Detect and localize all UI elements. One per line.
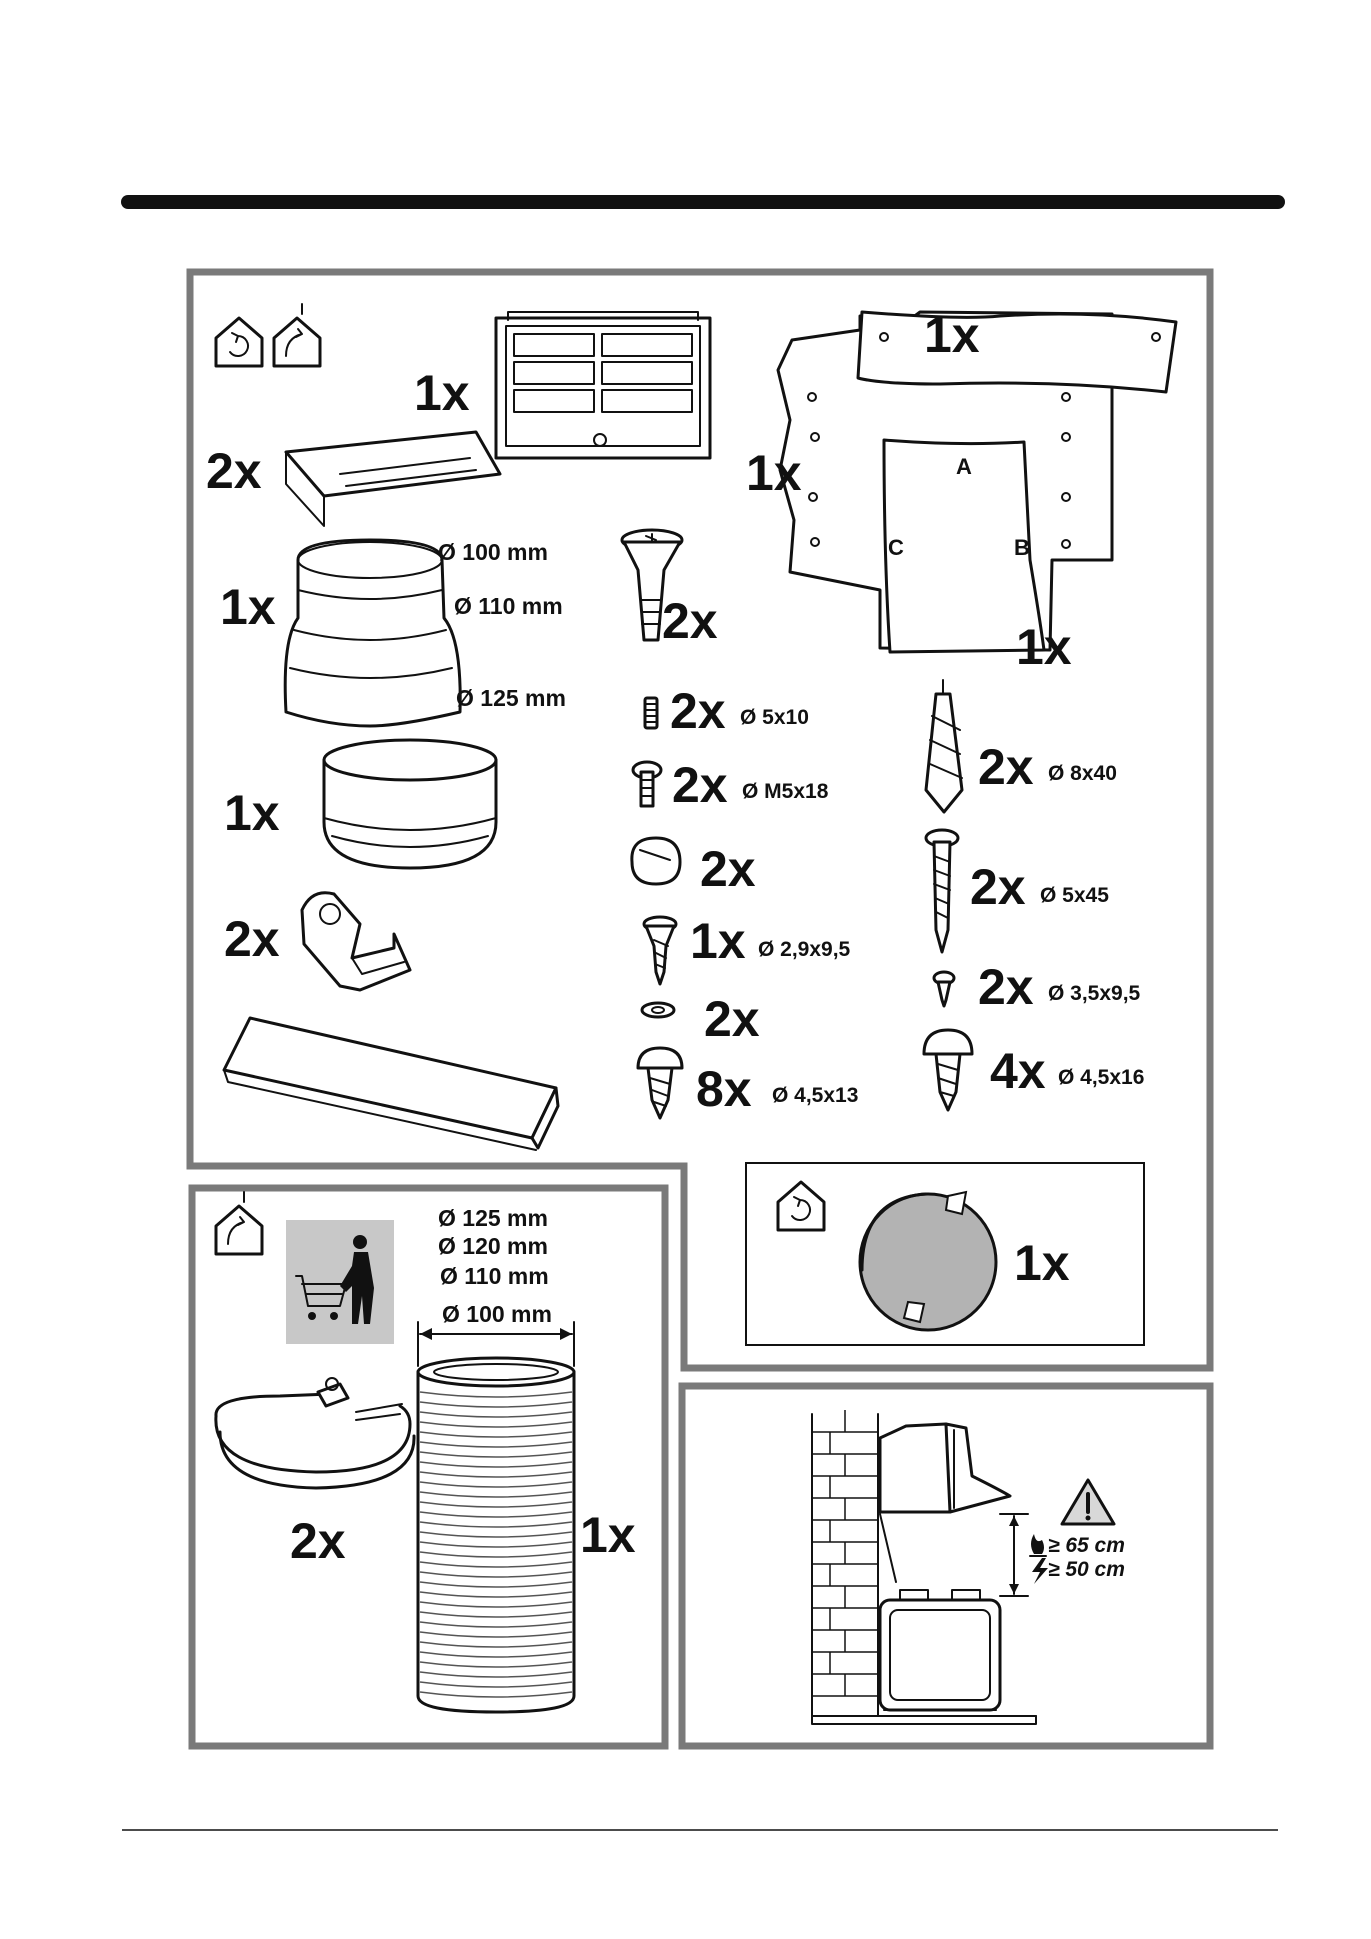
tiny-screw-dim: Ø 3,5x9,5 xyxy=(1048,982,1141,1005)
shopping-cart-person-icon xyxy=(286,1220,394,1344)
long-wood-screw-icon xyxy=(926,830,958,952)
duct-dim-110: Ø 110 mm xyxy=(440,1263,549,1289)
washer-qty: 2x xyxy=(704,991,760,1047)
gas-distance: ≥ 65 cm xyxy=(1048,1534,1125,1557)
flame-icon xyxy=(1030,1534,1046,1556)
floor-slab xyxy=(812,1716,1036,1724)
large-pan-screw-icon xyxy=(924,1030,972,1110)
template-letter-c: C xyxy=(888,535,904,560)
hood-cable xyxy=(880,1514,896,1582)
duct-dim-120: Ø 120 mm xyxy=(438,1233,548,1259)
washer-icon xyxy=(642,1003,674,1017)
grub-qty: 2x xyxy=(670,683,726,739)
template-letter-a: A xyxy=(956,454,972,479)
duct-spigot-ring-icon xyxy=(324,740,496,868)
ducted-house-icon xyxy=(274,304,320,366)
ducted-house-icon xyxy=(216,1192,262,1254)
duct-dim-125: Ø 125 mm xyxy=(438,1205,548,1231)
bracket-qty: 2x xyxy=(206,443,262,499)
ring-qty: 1x xyxy=(224,785,280,841)
template-qty-left: 1x xyxy=(746,445,802,501)
template-qty-bottom: 1x xyxy=(1016,619,1072,675)
carbon-filter-icon xyxy=(860,1192,996,1330)
duct-dim-100: Ø 100 mm xyxy=(442,1301,552,1327)
template-qty-top: 1x xyxy=(924,307,980,363)
long-screw-qty: 2x xyxy=(970,859,1026,915)
cap-qty: 2x xyxy=(700,841,756,897)
small-wood-screw-icon xyxy=(644,917,676,984)
bolt-dim: Ø M5x18 xyxy=(742,780,829,803)
pan-head-screw-icon xyxy=(638,1048,682,1118)
filter-bracket-icon xyxy=(286,432,500,526)
machine-bolt-icon xyxy=(633,762,661,806)
cooker-hood-icon xyxy=(880,1424,1010,1512)
electric-distance: ≥ 50 cm xyxy=(1048,1558,1125,1581)
grub-screw-icon xyxy=(645,698,657,728)
clamp-qty: 2x xyxy=(290,1513,346,1569)
reducer-dim-110: Ø 110 mm xyxy=(454,593,563,619)
reducer-dim-100: Ø 100 mm xyxy=(438,539,548,565)
distance-dimension xyxy=(1000,1514,1028,1596)
pan-screw-qty: 8x xyxy=(696,1061,752,1117)
cooktop-unit-icon xyxy=(880,1590,1000,1710)
big-screw-dim: Ø 4,5x16 xyxy=(1058,1066,1144,1089)
plug-qty: 2x xyxy=(978,739,1034,795)
tiny-screw-icon xyxy=(934,972,954,1006)
angle-strip-icon xyxy=(224,1018,558,1150)
warning-triangle-icon xyxy=(1062,1480,1114,1524)
cap-plug-icon xyxy=(632,838,680,884)
template-letter-b: B xyxy=(1014,535,1030,560)
duct-qty: 1x xyxy=(580,1507,636,1563)
pin-qty: 2x xyxy=(662,593,718,649)
small-screw-dim: Ø 2,9x9,5 xyxy=(758,938,851,961)
grub-dim: Ø 5x10 xyxy=(740,706,809,729)
grease-filter-icon xyxy=(496,312,710,458)
reducer-qty: 1x xyxy=(220,579,276,635)
pan-screw-dim: Ø 4,5x13 xyxy=(772,1084,858,1107)
hose-clamp-icon xyxy=(216,1378,414,1488)
filter-qty: 1x xyxy=(414,365,470,421)
brick-courses xyxy=(812,1410,878,1696)
big-screw-qty: 4x xyxy=(990,1043,1046,1099)
carbon-filter-qty: 1x xyxy=(1014,1235,1070,1291)
long-screw-dim: Ø 5x45 xyxy=(1040,884,1109,907)
drilling-template-icon xyxy=(778,312,1176,652)
small-screw-qty: 1x xyxy=(690,913,746,969)
clip-qty: 2x xyxy=(224,911,280,967)
bolt-qty: 2x xyxy=(672,757,728,813)
lightning-icon xyxy=(1032,1558,1048,1584)
plug-dim: Ø 8x40 xyxy=(1048,762,1117,785)
tiny-screw-qty: 2x xyxy=(978,959,1034,1015)
recirculation-house-icon xyxy=(216,318,262,366)
duct-reducer-icon xyxy=(285,540,460,726)
wall-plug-icon xyxy=(926,680,962,812)
recirculation-house-icon xyxy=(778,1182,824,1230)
reducer-dim-125: Ø 125 mm xyxy=(456,685,566,711)
fixing-clip-icon xyxy=(302,893,410,990)
